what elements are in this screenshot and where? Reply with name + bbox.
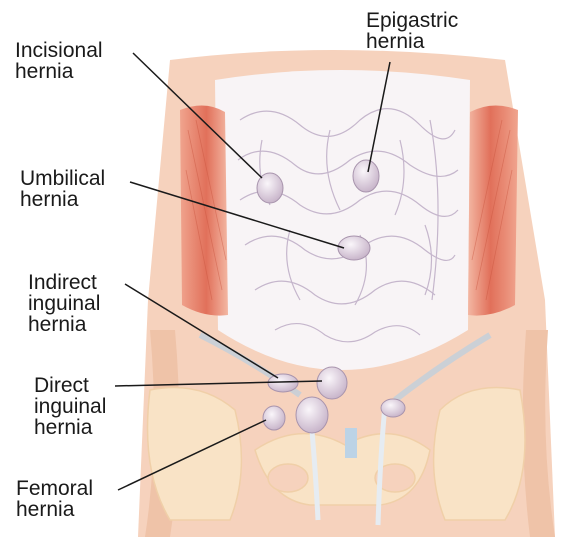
direct-label-line1: Direct bbox=[34, 375, 106, 396]
direct-label-line3: hernia bbox=[34, 417, 106, 438]
direct-inguinal-hernia-label: Direct inguinal hernia bbox=[34, 375, 106, 438]
umbilical-label-line2: hernia bbox=[20, 189, 105, 210]
pubic-symphysis bbox=[345, 428, 357, 458]
indirect-inguinal-hernia-sac bbox=[268, 374, 298, 392]
indirect-label-line2: inguinal bbox=[28, 293, 100, 314]
epigastric-hernia-label: Epigastric hernia bbox=[366, 10, 458, 52]
epigastric-label-line1: Epigastric bbox=[366, 10, 458, 31]
incisional-hernia-label: Incisional hernia bbox=[15, 40, 103, 82]
indirect-label-line3: hernia bbox=[28, 314, 100, 335]
direct-inguinal-hernia-sac bbox=[317, 367, 347, 399]
femoral-hernia-label: Femoral hernia bbox=[16, 478, 93, 520]
femoral-hernia-sac-left bbox=[263, 406, 285, 430]
femoral-hernia-sac-center bbox=[296, 397, 328, 433]
umbilical-label-line1: Umbilical bbox=[20, 168, 105, 189]
incisional-label-line2: hernia bbox=[15, 61, 103, 82]
indirect-label-line1: Indirect bbox=[28, 272, 100, 293]
direct-label-line2: inguinal bbox=[34, 396, 106, 417]
umbilical-hernia-label: Umbilical hernia bbox=[20, 168, 105, 210]
femoral-label-line2: hernia bbox=[16, 499, 93, 520]
indirect-inguinal-hernia-label: Indirect inguinal hernia bbox=[28, 272, 100, 335]
epigastric-hernia-sac bbox=[353, 160, 379, 192]
femoral-label-line1: Femoral bbox=[16, 478, 93, 499]
incisional-label-line1: Incisional bbox=[15, 40, 103, 61]
femoral-hernia-sac-right bbox=[381, 399, 405, 417]
epigastric-label-line2: hernia bbox=[366, 31, 458, 52]
